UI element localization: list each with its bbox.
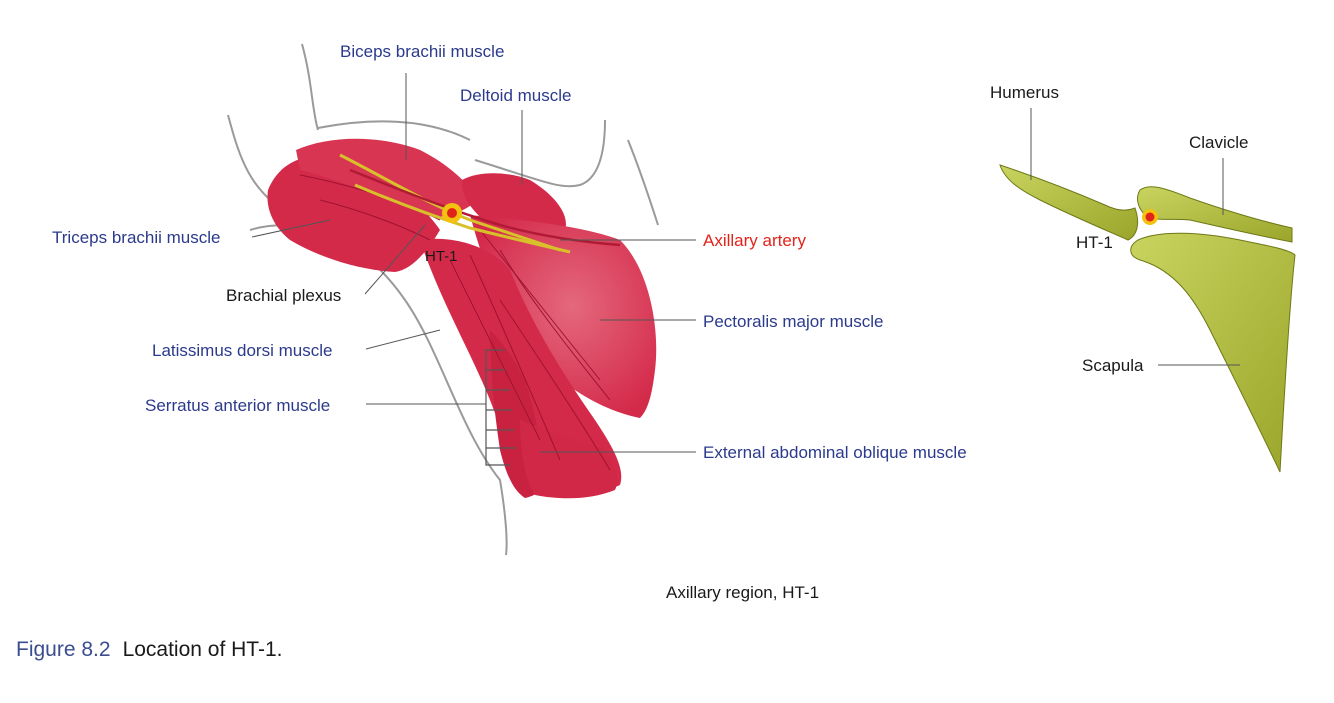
label-biceps: Biceps brachii muscle [340, 42, 504, 62]
figure-subtitle: Axillary region, HT-1 [666, 583, 819, 603]
label-ht1-bone: HT-1 [1076, 233, 1113, 253]
figure-caption: Figure 8.2 Location of HT-1. [16, 638, 282, 662]
ht1-point-center [447, 208, 457, 218]
caption-number: Figure 8.2 [16, 638, 111, 661]
label-latissimus: Latissimus dorsi muscle [152, 341, 332, 361]
label-clavicle: Clavicle [1189, 133, 1249, 153]
label-oblique: External abdominal oblique muscle [703, 443, 967, 463]
clavicle-bone [1138, 187, 1292, 242]
label-serratus: Serratus anterior muscle [145, 396, 330, 416]
label-pectoralis: Pectoralis major muscle [703, 312, 883, 332]
label-brachial-plexus: Brachial plexus [226, 286, 341, 306]
ht1-bone-center [1146, 213, 1155, 222]
bone-group [1000, 165, 1295, 472]
label-scapula: Scapula [1082, 356, 1143, 376]
muscle-group [267, 139, 656, 499]
humerus-bone [1000, 165, 1138, 240]
scapula-bone [1131, 233, 1295, 472]
label-ht1-muscle: HT-1 [425, 247, 458, 267]
caption-text: Location of HT-1. [123, 638, 283, 661]
label-deltoid: Deltoid muscle [460, 86, 572, 106]
label-axillary-artery: Axillary artery [703, 231, 806, 251]
label-humerus: Humerus [990, 83, 1059, 103]
label-triceps: Triceps brachii muscle [52, 228, 220, 248]
